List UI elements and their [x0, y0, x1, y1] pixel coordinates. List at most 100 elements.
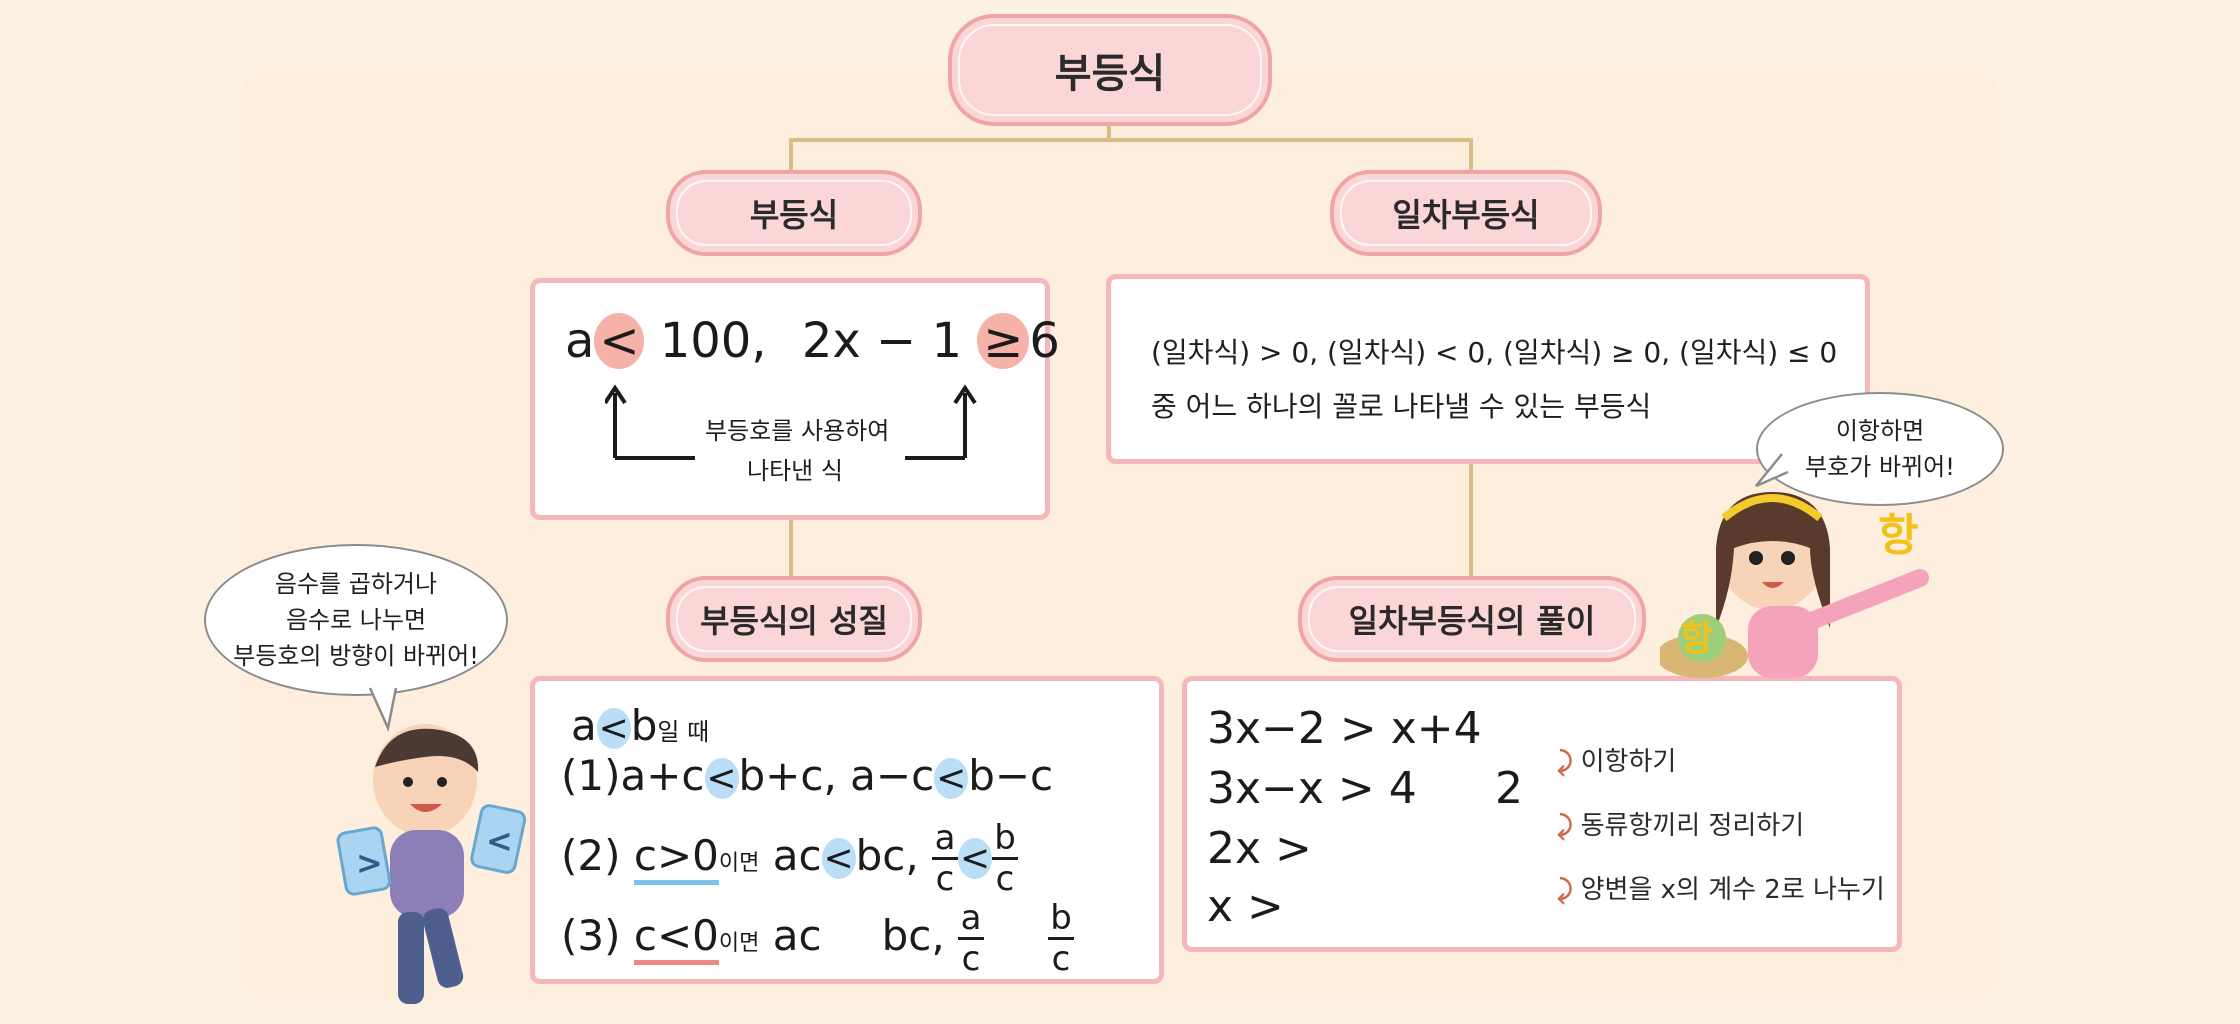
ge-sign: ≥	[983, 313, 1024, 369]
rule2-denominator-c1: c	[935, 859, 955, 899]
connector-left-drop	[789, 138, 793, 172]
connector-right-lower	[1469, 463, 1473, 582]
hang-basket-text: 항	[1680, 618, 1713, 659]
girl-line2: 부호가 바뀌어!	[1805, 453, 1955, 481]
rule2-lt1: <	[823, 838, 854, 879]
linear-inequality-title: 일차부등식	[1392, 196, 1540, 234]
step-divide: ⤸양변을 x의 계수 2로 나누기	[1557, 869, 1885, 906]
properties-pill: 부등식의 성질	[666, 576, 922, 662]
definition-line1: (일차식) > 0, (일차식) < 0, (일차식) ≥ 0, (일차식) ≤…	[1151, 336, 1838, 369]
main-title-pill: 부등식	[948, 14, 1272, 126]
cond-lt-highlight: <	[596, 708, 631, 749]
girl-headband	[1721, 494, 1823, 522]
properties-title: 부등식의 성질	[700, 602, 888, 640]
girl-eye-left	[1749, 551, 1763, 565]
rule1-lt1: <	[706, 758, 737, 799]
girl-illustration: 항 항	[1660, 492, 1929, 678]
hang-flying-text: 항	[1878, 510, 1918, 561]
solve-line2: 3x−x > 4	[1207, 763, 1417, 814]
solve-line4: x >	[1207, 881, 1284, 932]
rule2-lt2-highlight: <	[958, 838, 993, 879]
solve-line3: 2x >	[1207, 823, 1312, 874]
boy-speech-bubble: 음수를 곱하거나 음수로 나누면 부등호의 방향이 바뀌어!	[204, 544, 508, 696]
rule2-bc: bc,	[855, 831, 919, 880]
cond-b: b	[630, 701, 658, 750]
step2-label: 동류항끼리 정리하기	[1580, 811, 1805, 841]
step-transpose: ⤸이항하기	[1557, 741, 1676, 778]
property-condition: a<b일 때	[571, 701, 709, 750]
boy-mouth	[410, 804, 442, 812]
boy-eye-left	[403, 777, 413, 787]
rule2-lt2: <	[959, 838, 991, 879]
card-greater-than	[336, 826, 392, 896]
rule2-bar1	[932, 857, 959, 860]
girl-bubble-tail	[1755, 453, 1789, 488]
basket-leaves	[1678, 614, 1726, 662]
boy-hair	[375, 728, 479, 772]
rule2-bar2	[992, 857, 1019, 860]
value-100: 100,	[659, 313, 767, 369]
cond-suffix: 일 때	[657, 718, 710, 746]
rule1-lt2-highlight: <	[934, 758, 969, 799]
caption-line2: 나타낸 식	[747, 457, 843, 485]
expr-2x-1: 2x − 1	[801, 313, 963, 369]
rule3-bc: bc,	[881, 911, 945, 960]
lt-sign: <	[599, 313, 640, 369]
card-greater-text: >	[356, 844, 383, 882]
connector-right-drop	[1469, 138, 1473, 172]
rule3-bar2	[1048, 937, 1075, 940]
connector-top-horizontal	[789, 138, 1473, 142]
property-rule1: (1)a+c<b+c, a−c<b−c	[561, 751, 1053, 800]
rule2-lt1-highlight: <	[821, 838, 856, 879]
rule2-ac: ac	[772, 831, 822, 880]
solving-box: 3x−2 > x+4 3x−x > 4 2 2x > x > ⤸이항하기 ⤸동류…	[1182, 676, 1902, 952]
definition-line2: 중 어느 하나의 꼴로 나타낼 수 있는 부등식	[1151, 390, 1652, 423]
rule1-lt2: <	[936, 758, 967, 799]
var-a: a	[565, 313, 595, 369]
boy-line3: 부등호의 방향이 바뀌어!	[233, 642, 479, 670]
rule1-mid: b+c, a−c	[738, 751, 935, 800]
lt-highlight: <	[594, 313, 645, 369]
step1-arrow-icon: ⤸	[1557, 747, 1573, 777]
solving-title: 일차부등식의 풀이	[1348, 602, 1596, 640]
girl-mouth	[1762, 582, 1784, 588]
rule3-ac: ac	[772, 911, 822, 960]
rule3-prefix: (3)	[561, 911, 621, 960]
solve-line1: 3x−2 > x+4	[1207, 703, 1482, 754]
card-less-than	[470, 804, 527, 874]
inequality-pill: 부등식	[666, 170, 922, 256]
right-arrow-head	[953, 384, 977, 405]
rule3-condition: c<0	[633, 911, 719, 965]
inequality-example: a< 100, 2x − 1 ≥6	[565, 313, 1060, 369]
rule1-end: b−c	[968, 751, 1054, 800]
linear-definition-box: (일차식) > 0, (일차식) < 0, (일차식) ≥ 0, (일차식) ≤…	[1106, 274, 1870, 464]
solve-line2-extra: 2	[1495, 763, 1523, 814]
girl-sweater	[1748, 606, 1818, 678]
rule3-denominator-c1: c	[961, 939, 981, 979]
rule3-denominator-c2: c	[1051, 939, 1071, 979]
rule2-condition: c>0	[633, 831, 719, 885]
left-arrow-head	[605, 384, 627, 405]
rule3-numerator-a: a	[960, 898, 982, 938]
girl-hair	[1716, 492, 1830, 628]
properties-box: a<b일 때 (1)a+c<b+c, a−c<b−c (2) c>0이면 ac<…	[530, 676, 1164, 984]
main-title: 부등식	[1054, 51, 1166, 97]
boy-eye-right	[437, 777, 447, 787]
rule1-prefix: (1)a+c	[561, 751, 705, 800]
cond-lt: <	[598, 708, 629, 749]
rule3-bar1	[958, 937, 985, 940]
step2-arrow-icon: ⤸	[1557, 811, 1573, 841]
connector-top-vertical	[1107, 118, 1111, 140]
inequality-title: 부등식	[749, 196, 839, 234]
step3-label: 양변을 x의 계수 2로 나누기	[1580, 875, 1885, 905]
rule2-denominator-c2: c	[995, 859, 1015, 899]
boy-illustration: > <	[336, 724, 527, 1004]
boy-sweater	[390, 830, 464, 918]
rule3-if: 이면	[718, 931, 760, 956]
ge-highlight: ≥	[977, 313, 1030, 369]
card-less-text: <	[486, 822, 513, 860]
